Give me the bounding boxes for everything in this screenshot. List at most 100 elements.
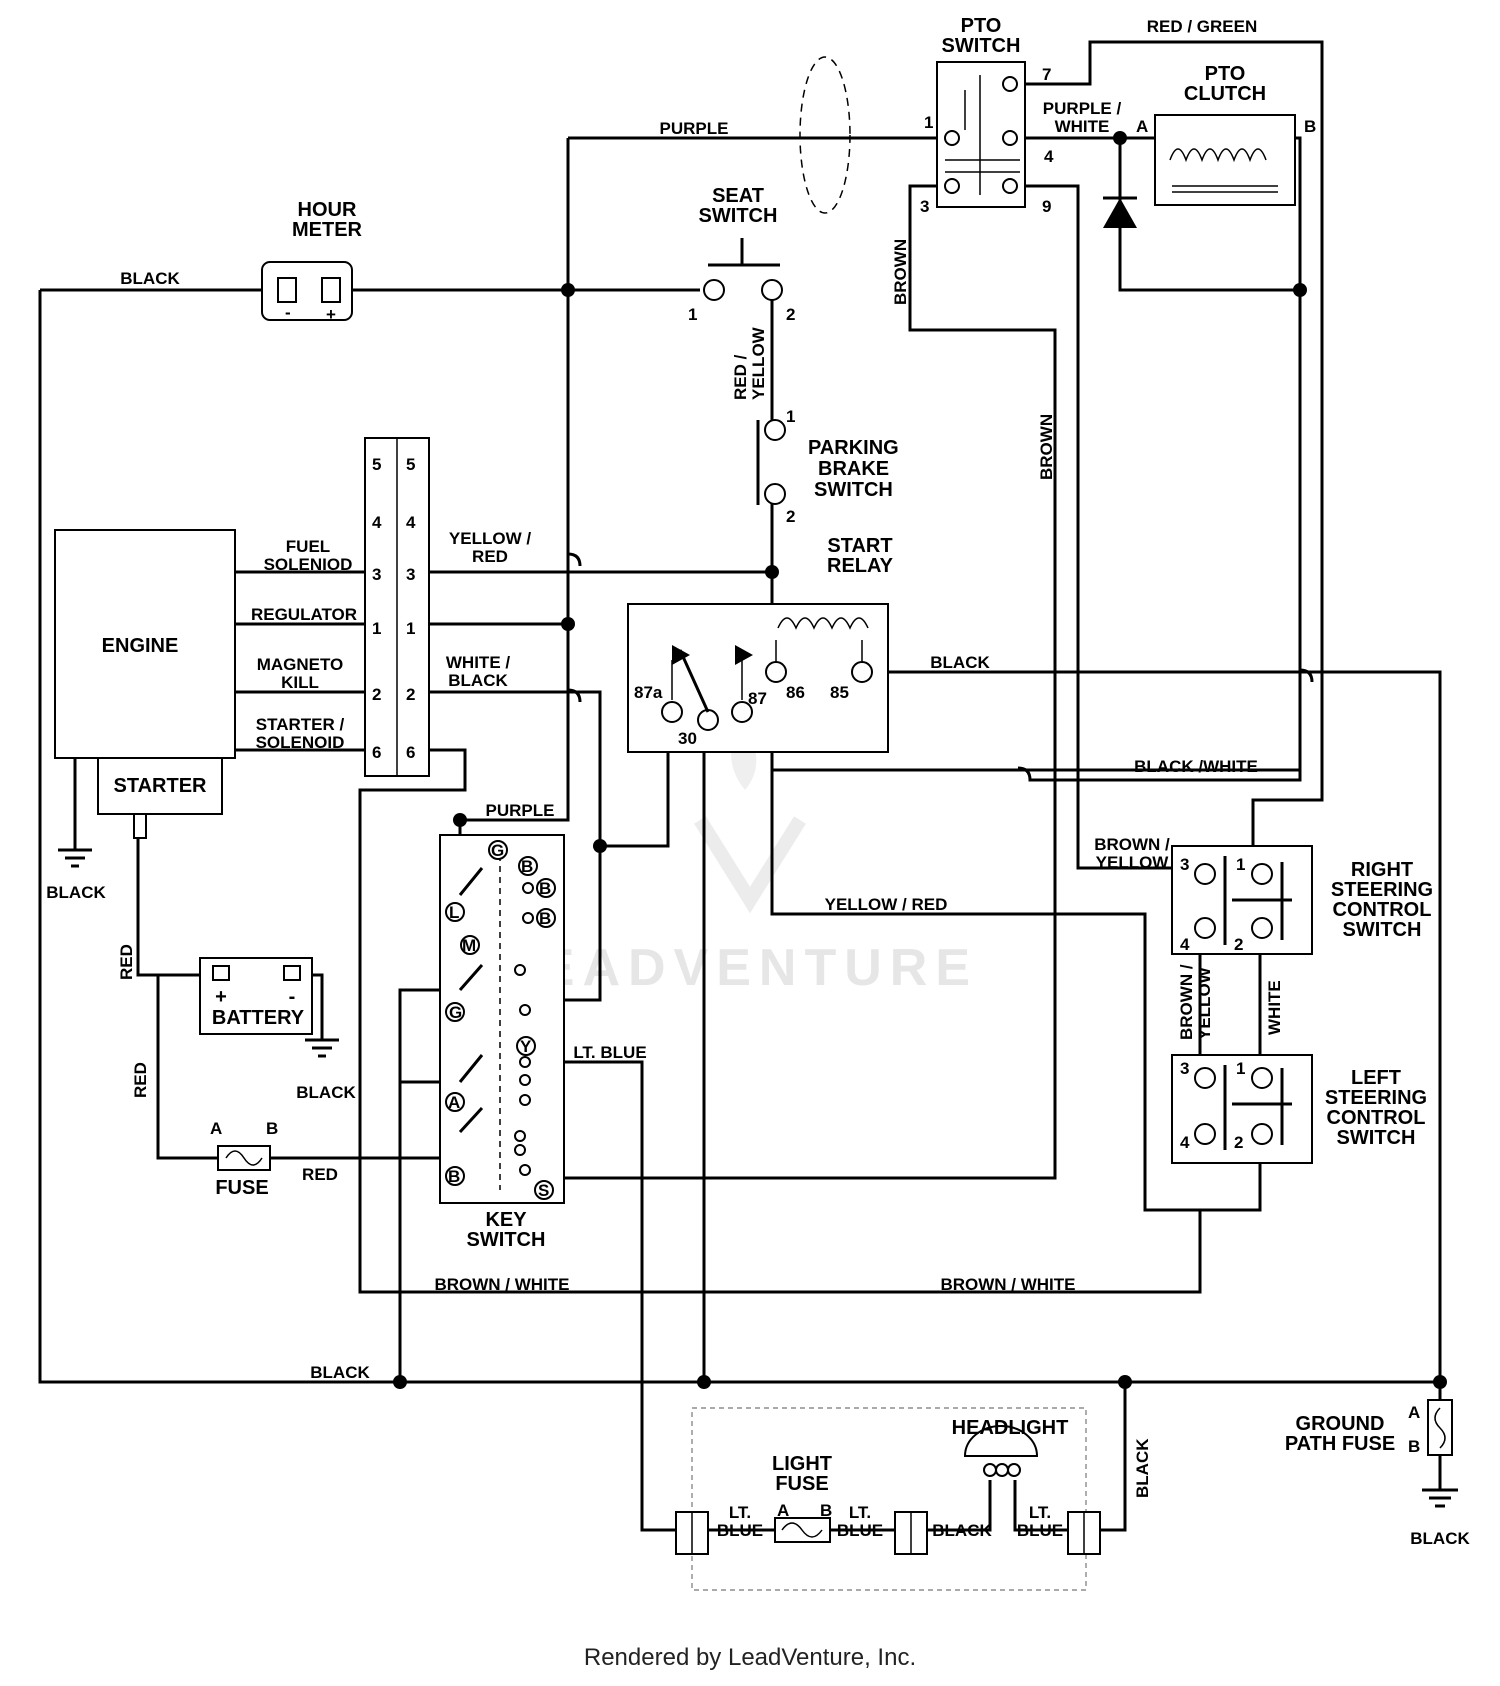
right-steering-switch: 3 1 4 2 RIGHT STEERING CONTROL SWITCH [1171,845,1433,955]
conn-l-2: 2 [372,685,381,704]
wire-ltblue-3b: BLUE [1017,1521,1063,1540]
left-steering-switch: 3 1 4 2 LEFT STEERING CONTROL SWITCH [1171,1054,1427,1164]
conn-l-6: 6 [372,743,381,762]
gpf-title-1: GROUND [1296,1413,1385,1435]
wire-black-headlight: BLACK [932,1521,992,1540]
wire-red-1: RED [117,944,136,980]
wire-black-white: BLACK /WHITE [1134,757,1258,776]
conn-r-3: 3 [406,565,415,584]
pto-ellipse [799,56,851,214]
lsteer-title-4: SWITCH [1337,1127,1416,1149]
light-fuse-pin-b: B [820,1501,832,1520]
lead-fuel-solenoid-1: FUEL [286,537,330,556]
wire-white-black-1: WHITE / [446,653,510,672]
conn-r-2: 2 [406,685,415,704]
conn-r-1: 1 [406,619,415,638]
clutch-pin-a: A [1136,117,1148,136]
key-pin-b2: B [539,879,551,898]
watermark-text: LEADVENTURE [500,939,978,997]
gpf-title-2: PATH FUSE [1285,1433,1395,1455]
start-relay-title-1: START [827,535,892,557]
seat-switch: SEAT SWITCH 1 2 [688,185,795,324]
lead-magneto-kill-1: MAGNETO [257,655,344,674]
relay-pin-87a: 87a [634,683,663,702]
wire-brown-yellow-2: YELLOW [1096,853,1170,872]
wire-red-3: RED [302,1165,338,1184]
light-fuse-pin-a: A [777,1501,789,1520]
lead-magneto-kill-2: KILL [281,673,319,692]
key-pin-m: M [462,936,476,955]
wire-yellow-red-mid: YELLOW / RED [825,895,948,914]
battery: + - BATTERY [199,957,313,1035]
wire-ltblue-2a: LT. [849,1503,871,1522]
meter-pin-plus: + [326,305,336,324]
hour-meter-title-2: METER [292,219,363,241]
brake-pin-1: 1 [786,407,795,426]
lsteer-title-3: CONTROL [1327,1107,1426,1129]
key-pin-a: A [448,1093,460,1112]
battery-title: BATTERY [212,1007,305,1029]
brake-title-3: SWITCH [814,479,893,501]
relay-pin-30: 30 [678,729,697,748]
headlight-area: HEADLIGHT LIGHT FUSE A B LT. BLUE LT. BL… [675,1407,1101,1591]
parking-brake-switch: PARKING BRAKE SWITCH 1 2 [756,407,899,526]
key-pin-g: G [491,841,504,860]
key-pin-g2: G [449,1003,462,1022]
wire-black-bottom: BLACK [310,1363,370,1382]
wire-red-2: RED [131,1062,150,1098]
wire-yellow-red-2: RED [472,547,508,566]
conn-r-6: 6 [406,743,415,762]
lead-regulator: REGULATOR [251,605,357,624]
gpf-pin-b: B [1408,1437,1420,1456]
key-pin-b3: B [539,909,551,928]
lsteer-title-1: LEFT [1351,1067,1401,1089]
lsteer-pin-3: 3 [1180,1059,1189,1078]
battery-pin-minus: - [289,986,296,1008]
ground-symbols [58,848,1458,1508]
lead-starter-solenoid-1: STARTER / [256,715,345,734]
meter-pin-minus: - [285,303,291,322]
starter-title: STARTER [114,775,208,797]
junctions [393,131,1447,1389]
brake-pin-2: 2 [786,507,795,526]
wire-purple-top: PURPLE [660,119,729,138]
diode [1103,196,1137,228]
start-relay-title-2: RELAY [827,555,894,577]
ground-path-fuse: A B GROUND PATH FUSE [1285,1399,1453,1456]
wire-brown-1: BROWN [891,239,910,305]
relay-pin-85: 85 [830,683,849,702]
headlight-title: HEADLIGHT [952,1417,1069,1439]
gpf-pin-a: A [1408,1403,1420,1422]
pto-clutch-title-1: PTO [1205,63,1246,85]
wire-black-relay: BLACK [930,653,990,672]
fuse-pin-a: A [210,1119,222,1138]
fuse-title: FUSE [215,1177,268,1199]
wire-ltblue-3a: LT. [1029,1503,1051,1522]
wire-red-yellow-1: RED / [731,354,750,400]
watermark: LEADVENTURE [500,720,978,997]
rsteer-pin-4: 4 [1180,935,1190,954]
wire-brown-2: BROWN [1037,414,1056,480]
wire-ltblue-1a: LT. [729,1503,751,1522]
engine-title: ENGINE [102,635,179,657]
wire-black-ground-2: BLACK [296,1083,356,1102]
wire-brown-white-1: BROWN / WHITE [434,1275,569,1294]
pto-pin-7: 7 [1042,65,1051,84]
key-switch: G B B B L M G Y A B S KEY SWITCH [439,834,565,1251]
brake-title-1: PARKING [808,437,899,459]
rsteer-pin-1: 1 [1236,855,1245,874]
wire-red-green: RED / GREEN [1147,17,1258,36]
wire-purple-key: PURPLE [486,801,555,820]
wire-black-ground-1: BLACK [46,883,106,902]
conn-l-3: 3 [372,565,381,584]
pto-pin-4: 4 [1044,147,1054,166]
pto-pin-9: 9 [1042,197,1051,216]
start-relay: START RELAY 87a 30 87 86 85 [627,535,894,753]
pto-clutch-title-2: CLUTCH [1184,83,1266,105]
wire-brown-yellow-v2: YELLOW [1195,966,1214,1040]
hour-meter-title-1: HOUR [298,199,357,221]
wire-red-yellow-2: YELLOW [749,326,768,400]
lsteer-pin-2: 2 [1234,1133,1243,1152]
light-fuse-title-2: FUSE [775,1473,828,1495]
